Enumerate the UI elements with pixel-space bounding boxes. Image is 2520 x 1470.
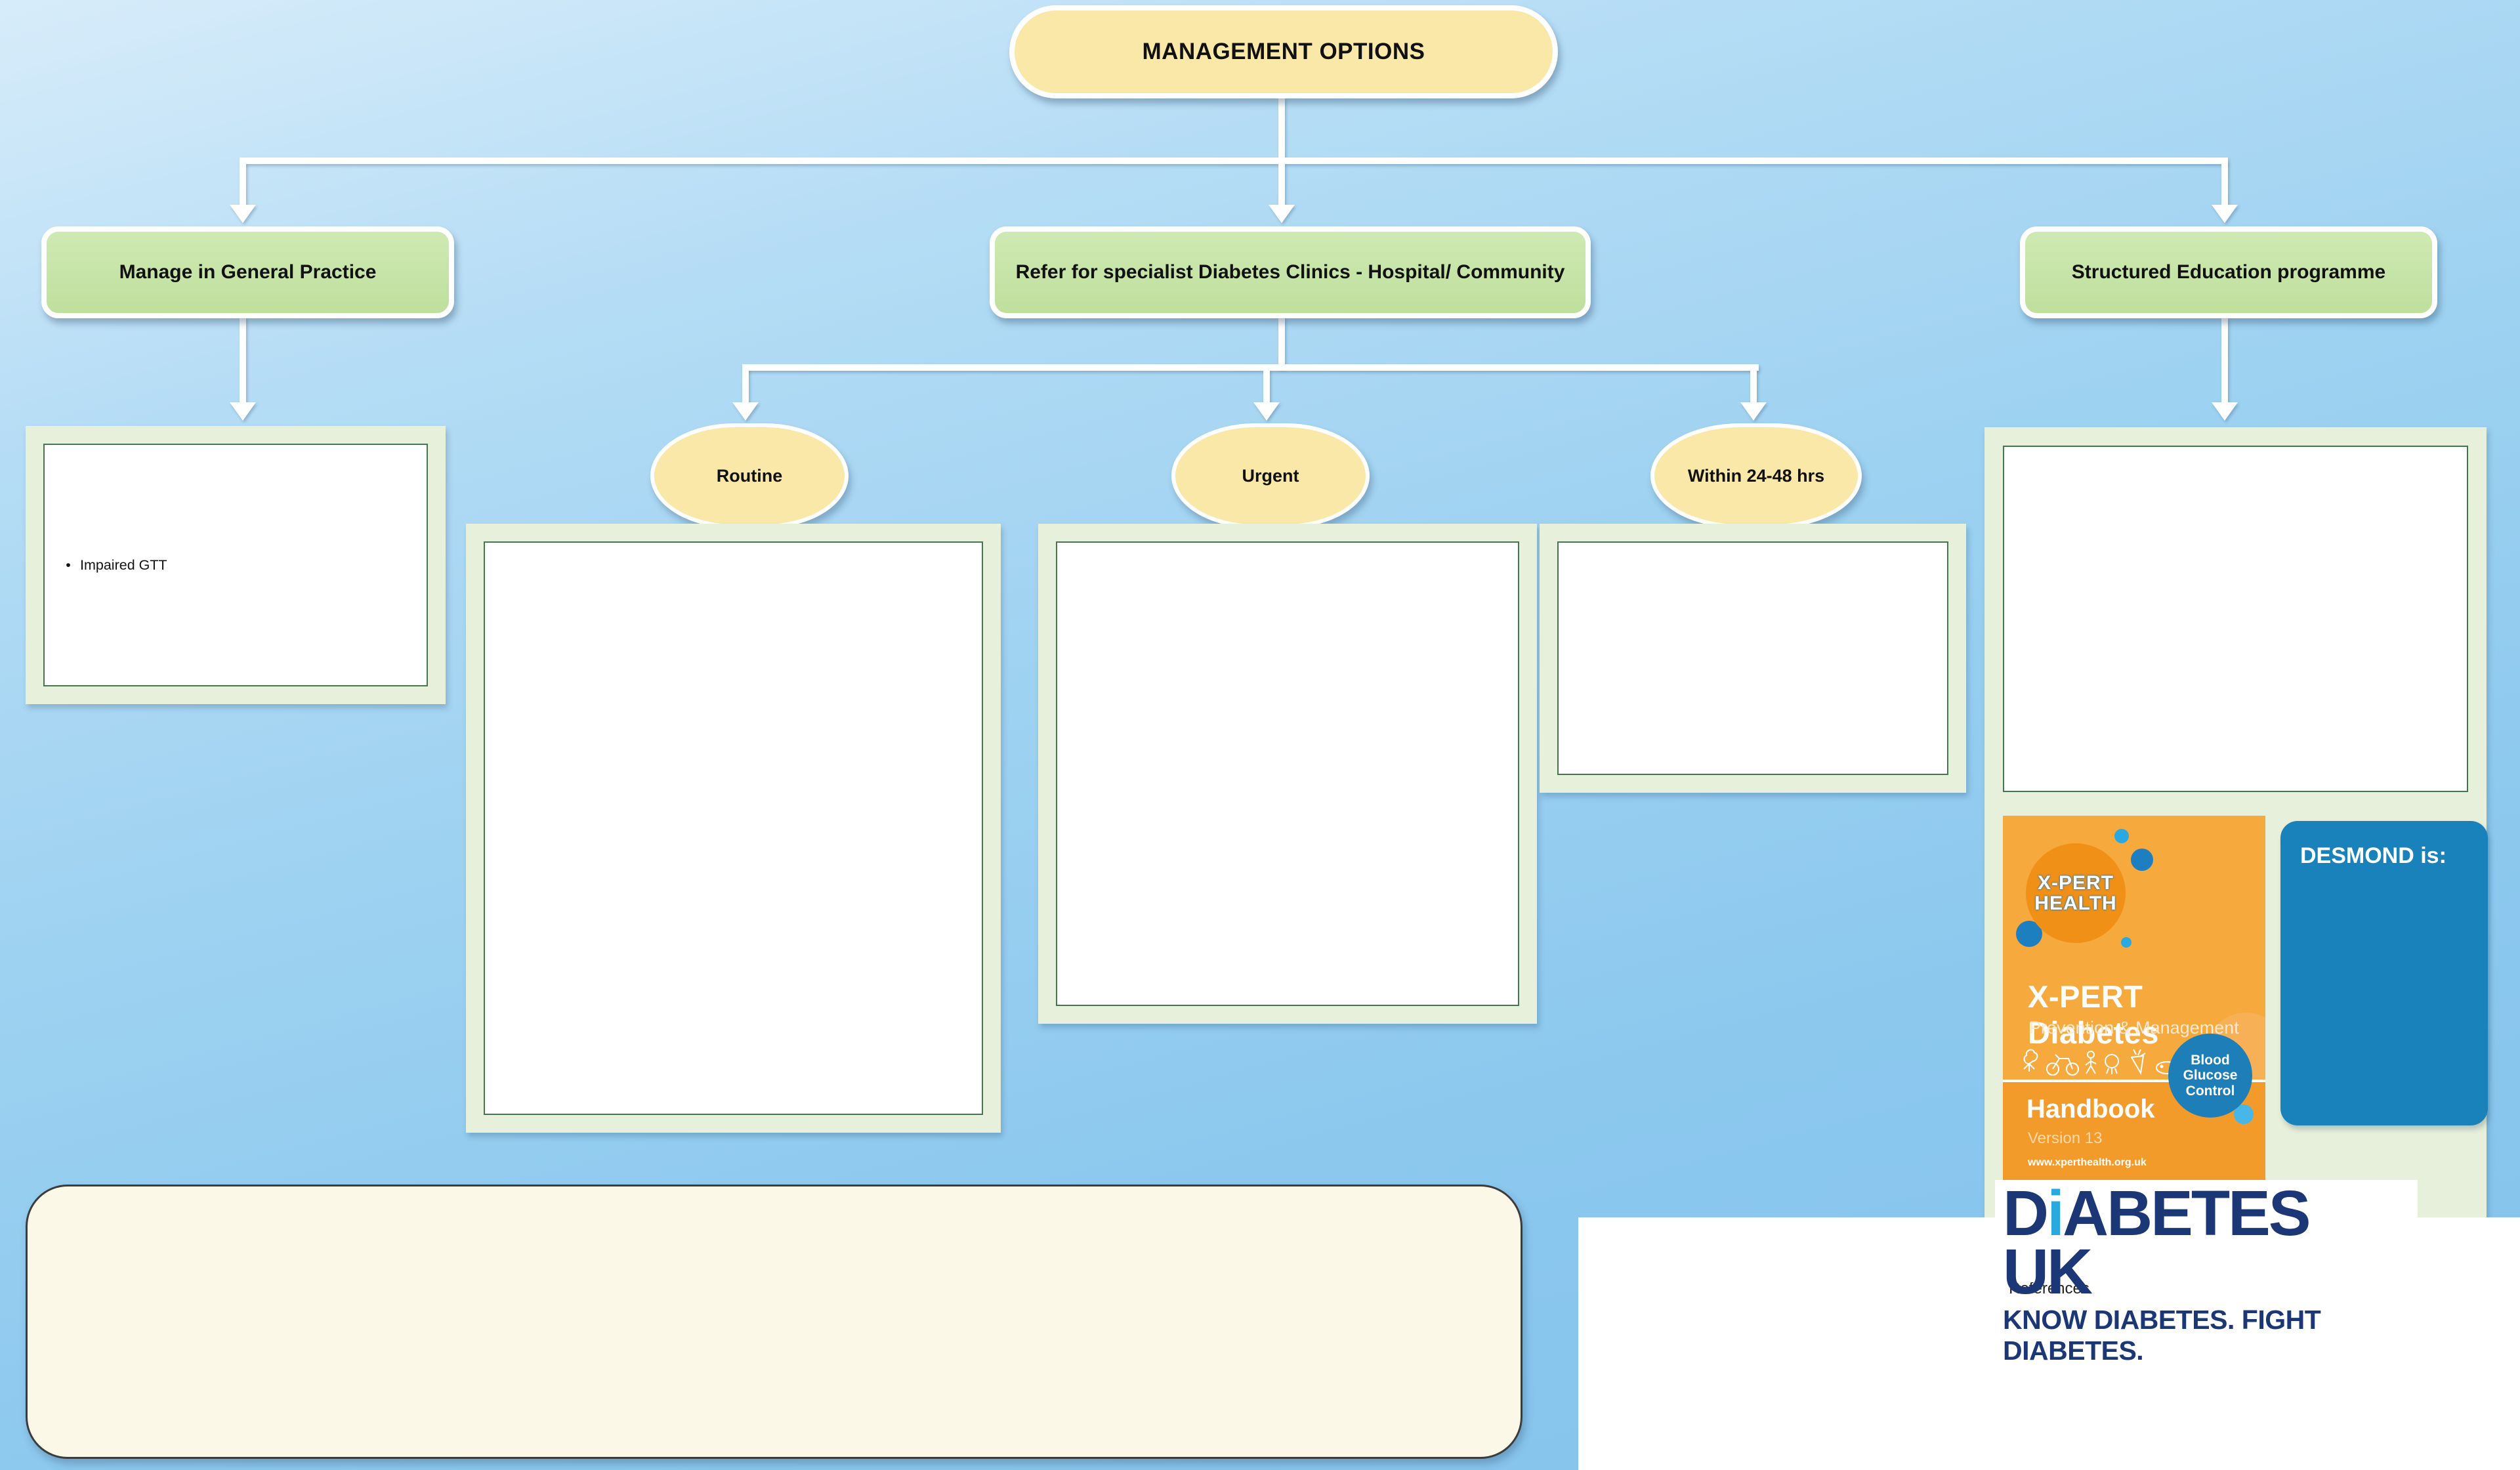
arrow-down-icon — [2212, 205, 2238, 223]
panel-routine-criteria — [466, 524, 1001, 1133]
routine-criteria-list — [485, 824, 982, 832]
blood-glucose-control-badge: Blood Glucose Control — [2168, 1034, 2252, 1118]
item-text: Impaired GTT — [80, 556, 167, 573]
urgent-criteria-list — [1057, 770, 1518, 778]
node-label: Routine — [716, 465, 783, 486]
node-urgent: Urgent — [1171, 423, 1370, 528]
connector-line — [2221, 317, 2228, 404]
general-practice-criteria-list: • Impaired GTT — [45, 553, 427, 578]
advice-list — [28, 1186, 1521, 1226]
cover-handbook-label: Handbook — [2026, 1095, 2155, 1124]
arrow-down-icon — [2212, 402, 2238, 421]
connector-line — [1278, 317, 1285, 369]
node-refer-specialist-clinics: Refer for specialist Diabetes Clinics - … — [990, 226, 1591, 318]
panel-inner — [1056, 541, 1519, 1006]
panel-education: X-PERT HEALTH X-PERT Diabetes Prevention… — [1984, 427, 2488, 1269]
panel-inner: • Impaired GTT — [43, 444, 428, 686]
node-structured-education: Structured Education programme — [2020, 226, 2437, 318]
logo-text: HEALTH — [2034, 892, 2117, 914]
panel-inner — [2003, 446, 2468, 792]
walking-person-icon — [2085, 1051, 2097, 1074]
connector-line — [240, 158, 2228, 164]
bullet-icon: • — [66, 556, 71, 573]
node-manage-in-general-practice: Manage in General Practice — [41, 226, 454, 318]
advice-box — [26, 1185, 1522, 1459]
list-item: • Impaired GTT — [56, 557, 417, 574]
decorative-dot — [2121, 937, 2132, 948]
desmond-info-box: DESMOND is: — [2280, 821, 2488, 1125]
node-label: Urgent — [1242, 465, 1299, 486]
decorative-dot — [2114, 829, 2129, 843]
arrow-down-icon — [1740, 402, 1767, 421]
carrot-icon — [2130, 1049, 2146, 1075]
education-programmes-list — [2004, 615, 2467, 623]
node-label: Structured Education programme — [2071, 261, 2386, 283]
panel-urgent-criteria — [1038, 524, 1537, 1024]
panel-inner — [484, 541, 983, 1115]
connector-line — [742, 369, 749, 404]
diabetes-uk-tagline: KNOW DIABETES. FIGHT DIABETES. — [2003, 1305, 2321, 1366]
arrow-down-icon — [1253, 402, 1280, 421]
node-label: MANAGEMENT OPTIONS — [1142, 39, 1425, 64]
cover-title: X-PERT Diabetes — [2028, 979, 2159, 1050]
xpert-health-logo: X-PERT HEALTH — [2026, 843, 2126, 943]
broccoli-icon — [2105, 1054, 2119, 1074]
panel-inner — [1557, 541, 1948, 775]
node-within-24-48-hrs: Within 24-48 hrs — [1650, 423, 1862, 528]
activity-icons — [2023, 1049, 2185, 1076]
node-label: Refer for specialist Diabetes Clinics - … — [1015, 261, 1565, 283]
connector-line — [1750, 369, 1757, 404]
arrow-down-icon — [1269, 205, 1295, 223]
node-label: Manage in General Practice — [119, 261, 377, 283]
connector-line — [1278, 163, 1285, 206]
connector-line — [1278, 97, 1285, 160]
within-24-48-criteria-list — [1559, 654, 1947, 662]
connector-line — [240, 317, 246, 404]
node-routine: Routine — [650, 423, 849, 528]
connector-line — [2221, 163, 2228, 206]
connector-line — [1263, 369, 1270, 404]
tree-icon — [2023, 1049, 2038, 1072]
arrow-down-icon — [732, 402, 759, 421]
references-heading: References — [2009, 1280, 2090, 1297]
node-label: Within 24-48 hrs — [1687, 465, 1825, 486]
cover-version-label: Version 13 — [2028, 1129, 2103, 1147]
connector-line — [742, 364, 1759, 371]
decorative-dot — [2131, 849, 2153, 871]
xpert-handbook-cover: X-PERT HEALTH X-PERT Diabetes Prevention… — [2003, 816, 2265, 1185]
panel-general-practice-criteria: • Impaired GTT — [26, 426, 446, 704]
arrow-down-icon — [230, 402, 256, 421]
logo-i: i — [2047, 1177, 2065, 1249]
node-management-options: MANAGEMENT OPTIONS — [1009, 5, 1558, 98]
desmond-heading: DESMOND is: — [2300, 843, 2446, 868]
logo-text: X-PERT — [2037, 872, 2114, 894]
connector-line — [240, 163, 246, 206]
panel-within-24-48-criteria — [1540, 524, 1966, 793]
diabetes-uk-logo: DiABETES UK KNOW DIABETES. FIGHT DIABETE… — [1995, 1180, 2418, 1366]
arrow-down-icon — [230, 205, 256, 223]
bicycle-icon — [2046, 1054, 2079, 1076]
diabetes-uk-wordmark: DiABETES UK — [2003, 1177, 2311, 1308]
cover-url: www.xperthealth.org.uk — [2028, 1157, 2147, 1168]
